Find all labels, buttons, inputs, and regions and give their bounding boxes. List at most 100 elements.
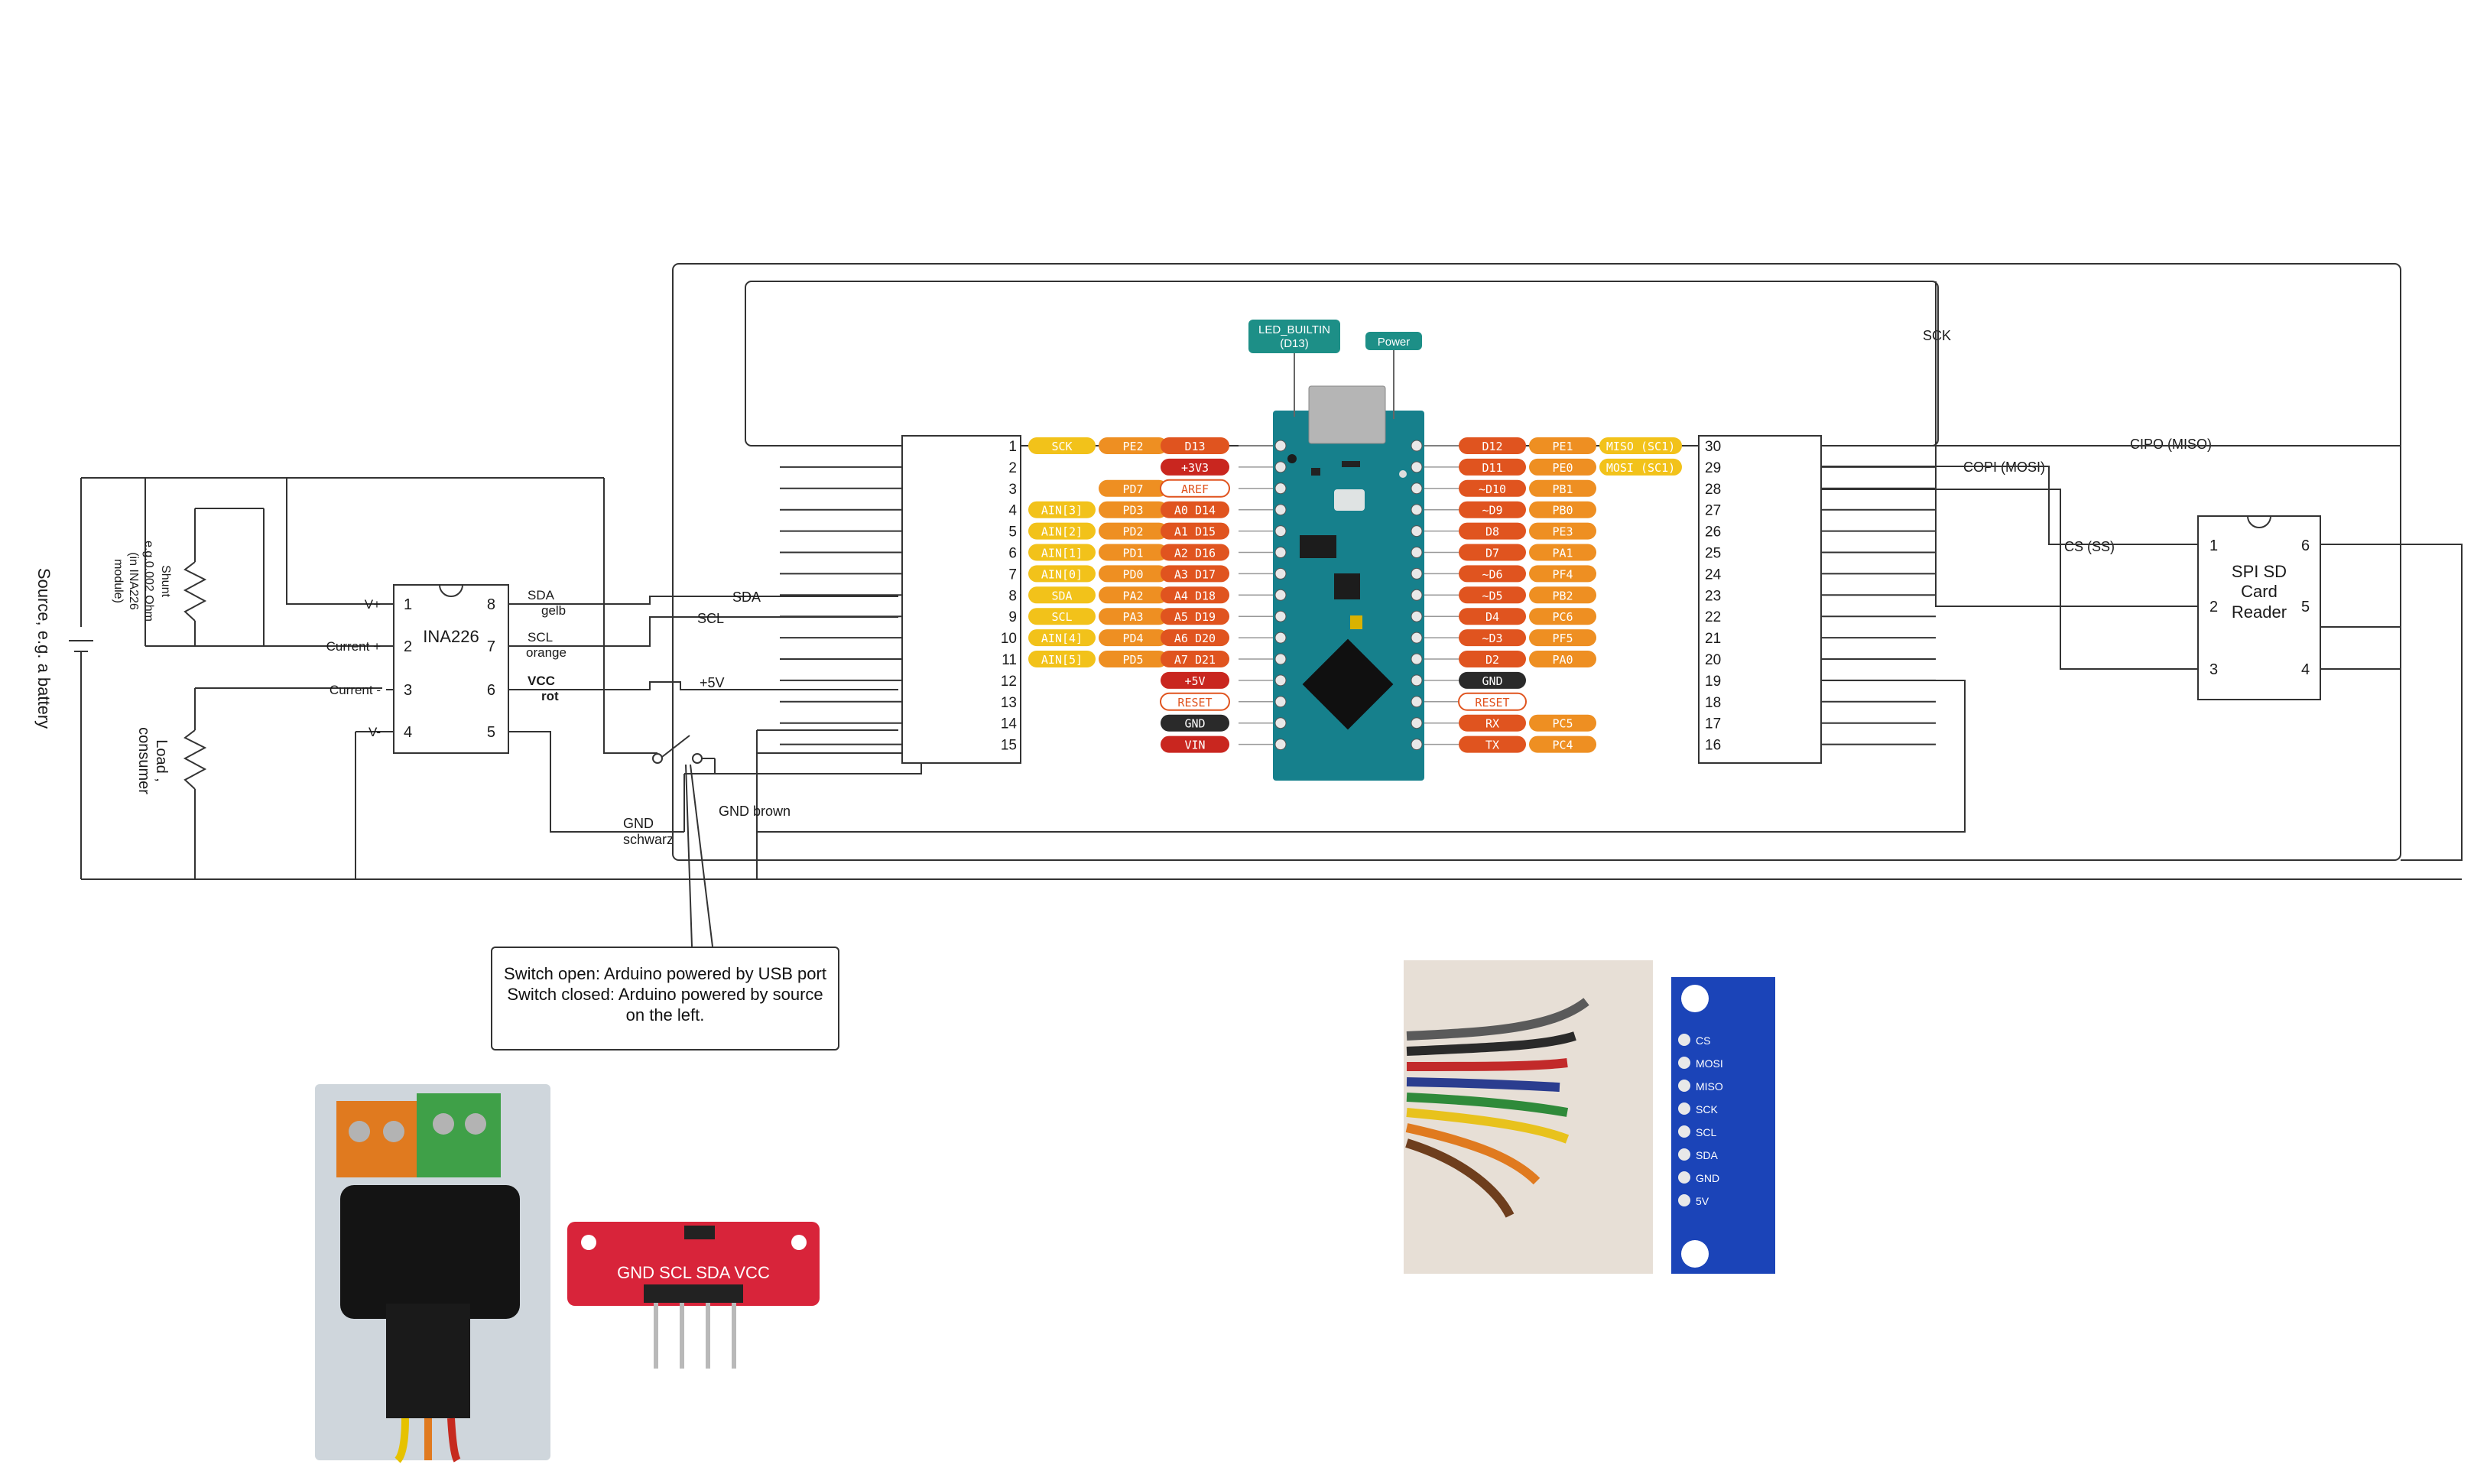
svg-text:PD0: PD0: [1122, 567, 1143, 581]
svg-text:SCK: SCK: [1051, 440, 1072, 453]
pin-pad: [1411, 696, 1423, 708]
svg-text:+3V3: +3V3: [1181, 461, 1209, 475]
source-battery: [69, 477, 757, 880]
pin-label-pill: GND: [1161, 714, 1229, 732]
svg-text:D7: D7: [1485, 547, 1499, 560]
sd-breakout-pin-label: MOSI: [1696, 1057, 1723, 1070]
svg-text:4: 4: [2301, 661, 2310, 678]
pin-label-pill: PD1: [1099, 544, 1167, 561]
load-resistor: [183, 687, 382, 879]
pin-label-pill: ~D6: [1459, 565, 1526, 583]
pin-label-pill: +5V: [1161, 671, 1229, 689]
pin-label-pill: PC5: [1529, 714, 1596, 732]
header-right-num: 30: [1705, 439, 1721, 455]
pin-pad: [1411, 525, 1423, 537]
header-left-num: 7: [1008, 567, 1017, 583]
svg-text:consumer: consumer: [135, 727, 152, 794]
pin-label-pill: D2: [1459, 651, 1526, 667]
sd-breakout-pad: [1678, 1194, 1690, 1206]
pin-label-pill: PE0: [1529, 458, 1596, 476]
sd-breakout-pin-label: MISO: [1696, 1080, 1723, 1093]
pin-pad: [1274, 547, 1287, 558]
breakout-pin-labels: GND SCL SDA VCC: [617, 1263, 770, 1282]
svg-text:MOSI (SC1): MOSI (SC1): [1606, 461, 1675, 475]
header-right-num: 24: [1705, 567, 1722, 583]
pin-label-pill: ~D9: [1459, 501, 1526, 518]
svg-text:TX: TX: [1485, 739, 1499, 752]
pin-label-pill: MOSI (SC1): [1599, 458, 1682, 476]
pin-label-pill: ~D5: [1459, 586, 1526, 604]
ina-pin-num: 7: [487, 638, 495, 655]
svg-text:PF4: PF4: [1552, 567, 1573, 581]
pin-pad: [1274, 674, 1287, 687]
pin-label-pill: AIN[1]: [1028, 544, 1096, 561]
pin-pad: [1274, 461, 1287, 473]
ina226-chip: INA226: [393, 584, 509, 754]
pin-pad: [1411, 567, 1423, 580]
pin-label-pill: AREF: [1160, 479, 1230, 498]
svg-text:6: 6: [2301, 537, 2310, 554]
svg-text:CS (SS): CS (SS): [2064, 539, 2115, 554]
note-line-2: Switch closed: Arduino powered by source: [507, 985, 823, 1004]
sd-breakout-pin-label: GND: [1696, 1172, 1719, 1184]
svg-text:PD5: PD5: [1122, 653, 1143, 667]
header-right-num: 20: [1705, 652, 1721, 668]
sd-breakout-pin-label: SCL: [1696, 1126, 1716, 1138]
pin-pad: [1274, 653, 1287, 665]
ina-pin-num: 8: [487, 596, 495, 613]
ina-pin-num: 5: [487, 724, 495, 741]
pin-pad: [1411, 674, 1423, 687]
pin-pad: [1274, 632, 1287, 644]
pin-pad: [1274, 717, 1287, 729]
svg-text:VIN: VIN: [1184, 739, 1205, 752]
pin-pad: [1274, 696, 1287, 708]
header-left-num: 11: [1002, 652, 1017, 668]
arduino-right-header: [1698, 435, 1822, 764]
ina-pin-label: V-: [369, 725, 381, 739]
svg-text:D11: D11: [1482, 461, 1502, 475]
pin-label-pill: PB0: [1529, 501, 1596, 518]
svg-text:SCK: SCK: [1923, 328, 1951, 343]
pin-label-pill: +3V3: [1161, 458, 1229, 476]
svg-text:Load ,: Load ,: [153, 739, 170, 782]
svg-text:+5V: +5V: [1184, 674, 1205, 688]
svg-text:PE1: PE1: [1552, 440, 1573, 453]
svg-text:~D3: ~D3: [1482, 632, 1502, 645]
svg-text:RESET: RESET: [1177, 696, 1212, 710]
sd-wires: [757, 281, 2463, 861]
pin-label-pill: RX: [1459, 714, 1526, 732]
pin-label-pill: MISO (SC1): [1599, 437, 1682, 454]
svg-text:PD1: PD1: [1122, 547, 1143, 560]
pin-label-pill: AIN[0]: [1028, 565, 1096, 583]
svg-text:D12: D12: [1482, 440, 1502, 453]
pin-pad: [1411, 440, 1423, 452]
sd-label-2: Card: [2241, 582, 2278, 601]
pin-label-pill: D7: [1459, 544, 1526, 561]
ina-pin-label: SDA: [528, 588, 555, 602]
svg-text:PF5: PF5: [1552, 632, 1573, 645]
sd-breakout-pin-label: 5V: [1696, 1195, 1709, 1207]
pin-label-pill: D11: [1459, 458, 1526, 476]
pin-pad: [1411, 547, 1423, 558]
header-right-num: 22: [1705, 609, 1721, 625]
ina-pin-num: 4: [404, 724, 412, 741]
header-right-num: 18: [1705, 695, 1721, 711]
pin-label-pill: A6 D20: [1161, 629, 1229, 647]
svg-text:D2: D2: [1485, 653, 1499, 667]
svg-text:SCL: SCL: [697, 611, 724, 626]
svg-text:RESET: RESET: [1475, 696, 1509, 710]
header-pin-lines: [780, 445, 1936, 745]
header-right-num: 29: [1705, 460, 1721, 476]
ina-pin-label: Current +: [326, 639, 381, 654]
svg-text:PA0: PA0: [1552, 653, 1573, 667]
svg-text:PB0: PB0: [1552, 504, 1573, 518]
pin-label-pill: RESET: [1458, 692, 1527, 711]
ina226-title: INA226: [423, 627, 479, 646]
sd-breakout-pin-label: CS: [1696, 1034, 1710, 1047]
pin-label-pill: PA2: [1099, 586, 1167, 604]
svg-text:GND: GND: [1184, 717, 1205, 731]
ina-pin-label: VCC: [528, 674, 555, 688]
pin-label-pill: PF4: [1529, 565, 1596, 583]
